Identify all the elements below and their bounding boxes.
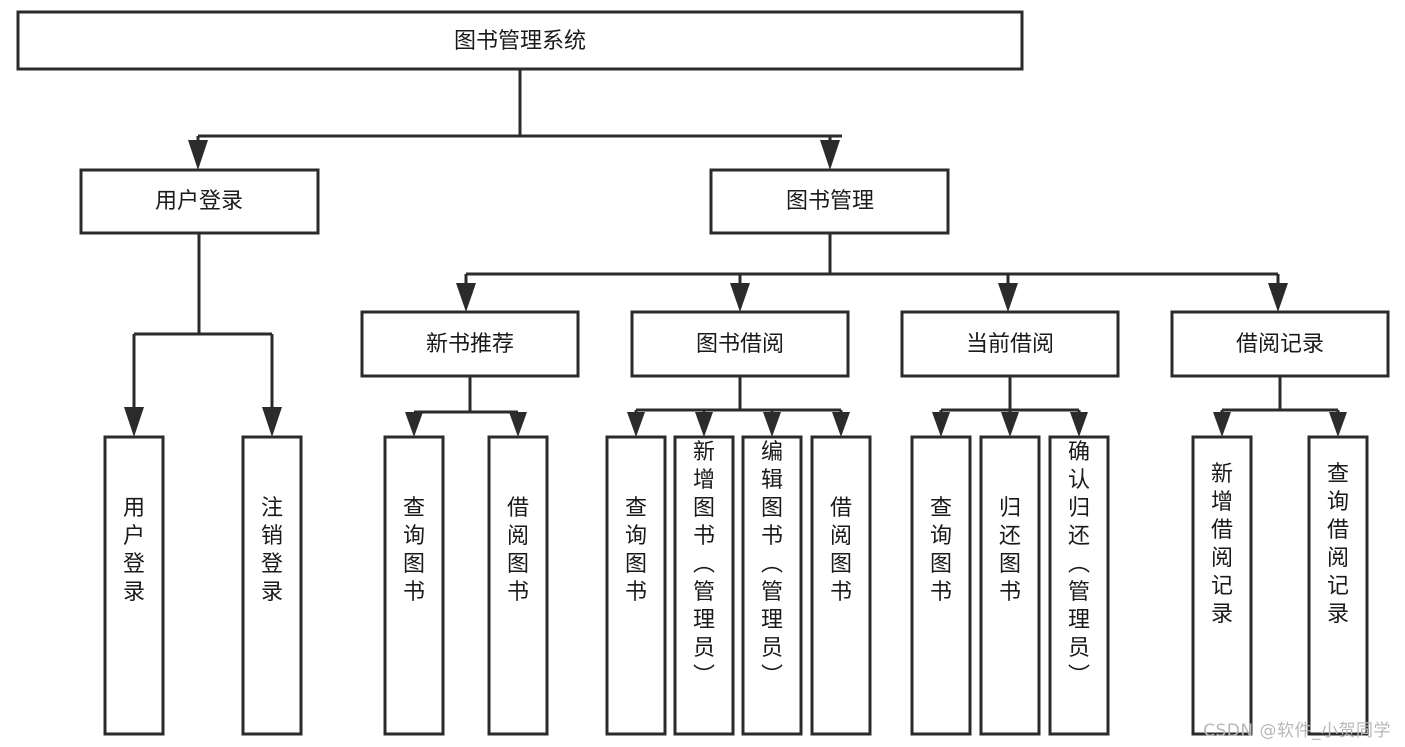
- leaf-br-query-record[interactable]: 查询借阅记录: [1307, 435, 1369, 736]
- node-book-borrow-label: 图书借阅: [696, 332, 784, 357]
- connector-group-borrow-record: [1213, 376, 1347, 437]
- connector-group-book-borrow: [627, 376, 850, 437]
- leaf-user-login-login-box[interactable]: [103, 435, 165, 736]
- arrow-head-br-leaf-2: [1329, 412, 1347, 437]
- leaf-nbr-borrow-book-label: 借阅图书: [507, 496, 529, 605]
- leaf-bb-borrow-book[interactable]: 借阅图书: [810, 435, 872, 736]
- leaf-bb-add-book-admin-label: 新增图书︵管理员︶: [693, 440, 715, 689]
- arrow-head-cb-leaf-1: [932, 412, 950, 437]
- node-book-management-label: 图书管理: [786, 189, 874, 214]
- node-book-borrow-box[interactable]: [630, 310, 850, 378]
- arrow-head-bb-leaf-2: [695, 412, 713, 437]
- connector-group-current-borrow: [932, 376, 1088, 437]
- leaf-cb-return-book-label: 归还图书: [999, 496, 1021, 605]
- arrow-head-leaf-user-login: [124, 407, 144, 437]
- node-new-book-recommend-box[interactable]: [360, 310, 580, 378]
- connector-group-user-login: [124, 233, 282, 437]
- arrow-head-current-borrow: [998, 283, 1018, 312]
- connector-group-book-mgmt: [456, 233, 1288, 312]
- leaf-bb-query-book[interactable]: 查询图书: [605, 435, 667, 736]
- node-root-box[interactable]: [16, 10, 1024, 71]
- arrow-head-br-leaf-1: [1213, 412, 1231, 437]
- leaf-bb-edit-book-admin[interactable]: 编辑图书︵管理员︶: [741, 435, 803, 736]
- node-user-login-label: 用户登录: [155, 189, 243, 214]
- leaf-bb-edit-book-admin-label: 编辑图书︵管理员︶: [761, 440, 783, 689]
- node-new-book-recommend-label: 新书推荐: [426, 332, 514, 357]
- connector-group-new-book-rec: [405, 376, 527, 437]
- leaf-cb-return-book[interactable]: 归还图书: [979, 435, 1041, 736]
- node-borrow-record[interactable]: 借阅记录: [1170, 310, 1390, 378]
- node-book-borrow[interactable]: 图书借阅: [630, 310, 850, 378]
- node-current-borrow-box[interactable]: [900, 310, 1120, 378]
- node-book-management-box[interactable]: [709, 168, 950, 235]
- leaf-cb-query-book-box[interactable]: [910, 435, 972, 736]
- leaf-cb-return-book-box[interactable]: [979, 435, 1041, 736]
- node-new-book-recommend[interactable]: 新书推荐: [360, 310, 580, 378]
- leaf-cb-query-book-label: 查询图书: [930, 496, 952, 605]
- node-user-login[interactable]: 用户登录: [79, 168, 320, 235]
- leaf-br-add-record-box[interactable]: [1191, 435, 1253, 736]
- node-user-login-box[interactable]: [79, 168, 320, 235]
- leaf-user-login-login-label: 用户登录: [123, 496, 145, 605]
- leaf-cb-confirm-return-admin[interactable]: 确认归还︵管理员︶: [1048, 435, 1110, 736]
- node-root-label: 图书管理系统: [454, 29, 586, 54]
- leaf-bb-borrow-book-label: 借阅图书: [830, 496, 852, 605]
- leaf-cb-confirm-return-admin-label: 确认归还︵管理员︶: [1068, 440, 1090, 689]
- arrow-head-new-book-rec: [456, 283, 476, 312]
- leaf-user-login-logout-box[interactable]: [241, 435, 303, 736]
- leaf-user-login-logout-label: 注销登录: [261, 496, 283, 605]
- arrow-head-cb-leaf-2: [1001, 412, 1019, 437]
- leaf-bb-borrow-book-box[interactable]: [810, 435, 872, 736]
- leaf-nbr-borrow-book-box[interactable]: [487, 435, 549, 736]
- leaf-nbr-query-book[interactable]: 查询图书: [383, 435, 445, 736]
- leaf-user-login-login[interactable]: 用户登录: [103, 435, 165, 736]
- leaf-user-login-logout[interactable]: 注销登录: [241, 435, 303, 736]
- arrow-head-leaf-logout: [262, 407, 282, 437]
- node-root-system[interactable]: 图书管理系统: [16, 10, 1024, 71]
- arrow-head-nbr-leaf-1: [405, 412, 423, 437]
- arrow-head-cb-leaf-3: [1070, 412, 1088, 437]
- leaf-br-query-record-box[interactable]: [1307, 435, 1369, 736]
- leaf-nbr-query-book-label: 查询图书: [403, 496, 425, 605]
- leaf-br-add-record[interactable]: 新增借阅记录: [1191, 435, 1253, 736]
- arrow-head-user-login: [188, 140, 208, 170]
- arrow-head-nbr-leaf-2: [509, 412, 527, 437]
- arrow-head-bb-leaf-4: [832, 412, 850, 437]
- arrow-head-book-mgmt: [820, 140, 840, 170]
- leaf-cb-confirm-return-admin-box[interactable]: [1048, 435, 1110, 736]
- node-borrow-record-label: 借阅记录: [1236, 332, 1324, 357]
- arrow-head-bb-leaf-1: [627, 412, 645, 437]
- connector-group-root: [188, 69, 842, 170]
- leaf-nbr-borrow-book[interactable]: 借阅图书: [487, 435, 549, 736]
- leaf-br-add-record-label: 新增借阅记录: [1211, 462, 1233, 627]
- node-current-borrow[interactable]: 当前借阅: [900, 310, 1120, 378]
- leaf-bb-query-book-box[interactable]: [605, 435, 667, 736]
- node-current-borrow-label: 当前借阅: [966, 332, 1054, 357]
- leaf-br-query-record-label: 查询借阅记录: [1327, 462, 1349, 627]
- arrow-head-bb-leaf-3: [763, 412, 781, 437]
- node-borrow-record-box[interactable]: [1170, 310, 1390, 378]
- leaf-bb-edit-book-admin-box[interactable]: [741, 435, 803, 736]
- arrow-head-borrow-record: [1268, 283, 1288, 312]
- leaf-bb-add-book-admin[interactable]: 新增图书︵管理员︶: [673, 435, 735, 736]
- csdn-watermark: CSDN @软件_小贺同学: [1203, 721, 1391, 741]
- leaf-nbr-query-book-box[interactable]: [383, 435, 445, 736]
- leaf-cb-query-book[interactable]: 查询图书: [910, 435, 972, 736]
- arrow-head-book-borrow: [730, 283, 750, 312]
- node-book-management[interactable]: 图书管理: [709, 168, 950, 235]
- leaf-bb-query-book-label: 查询图书: [625, 496, 647, 605]
- leaf-bb-add-book-admin-box[interactable]: [673, 435, 735, 736]
